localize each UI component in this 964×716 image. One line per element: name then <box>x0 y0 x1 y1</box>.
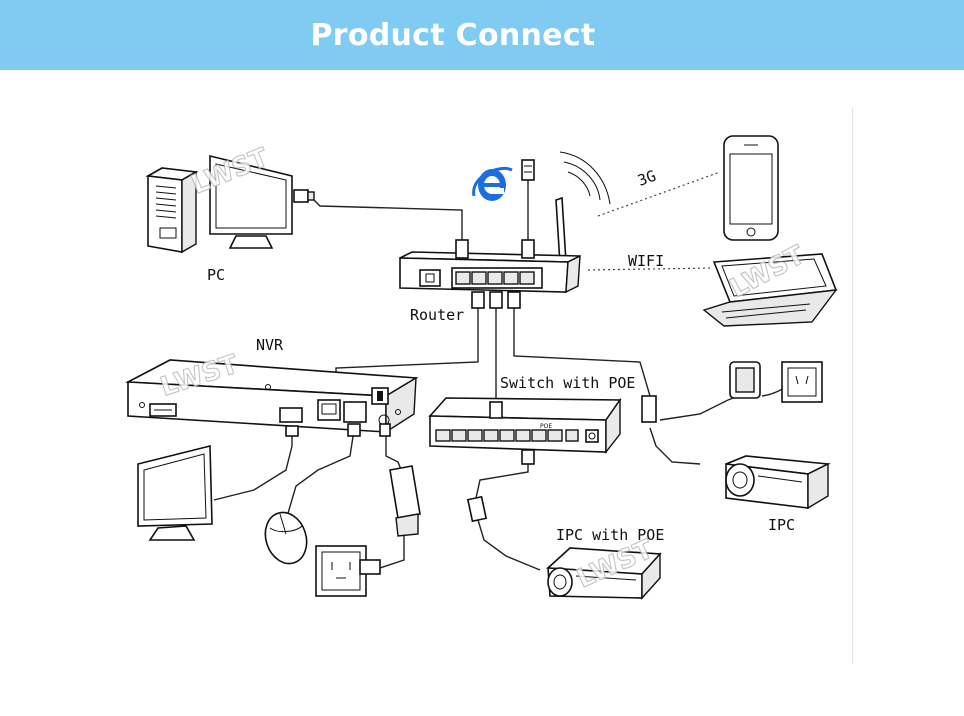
router-antenna <box>555 196 567 266</box>
cables <box>213 180 791 571</box>
cable-ipc-lan <box>649 427 701 465</box>
page-divider <box>852 108 853 664</box>
pc-lan-plug <box>293 189 315 203</box>
cable-nvr-adapter <box>385 432 403 473</box>
title-banner: Product Connect <box>0 0 964 70</box>
cable-nvr-monitor <box>213 428 293 501</box>
link-wifi-label: WIFI <box>628 252 664 270</box>
ipc-connector <box>641 395 657 423</box>
cable-nvr-mouse <box>285 429 355 521</box>
ipc-camera <box>725 455 831 510</box>
ipc-poe-camera <box>466 495 662 600</box>
nvr-mouse <box>264 511 308 565</box>
link-wifi <box>587 267 713 271</box>
cable-router-ipc <box>513 296 651 397</box>
nvr-label: NVR <box>256 336 284 354</box>
cable-ipc-poe-lan <box>477 519 541 571</box>
wall-outlet <box>315 545 381 597</box>
pc-tower <box>145 167 199 254</box>
smartphone-icon <box>723 135 779 241</box>
ipc-label: IPC <box>768 516 795 534</box>
switch-brand: POE <box>540 423 552 430</box>
ipc-wall-socket <box>781 361 823 403</box>
ipc-poe-label: IPC with POE <box>556 526 664 544</box>
router-device: Router <box>399 196 581 324</box>
link-3g <box>597 171 721 217</box>
nvr-monitor <box>137 444 213 541</box>
laptop-icon <box>702 253 838 327</box>
cable-switch-ipc-poe <box>475 450 529 499</box>
router-label: Router <box>410 306 464 324</box>
ipc-power-plug <box>729 361 761 399</box>
pc-label: PC <box>207 266 225 284</box>
wireless-signal-icon <box>559 151 611 205</box>
poe-switch-device: POE <box>428 397 622 465</box>
pc-monitor <box>209 154 293 249</box>
internet-lan-plug <box>521 159 535 181</box>
banner-title: Product Connect <box>310 17 596 53</box>
link-3g-label: 3G <box>635 167 658 190</box>
internet-explorer-icon <box>472 167 513 201</box>
cable-adapter-outlet <box>379 534 405 569</box>
cable-pc-router <box>311 197 463 240</box>
nvr-device <box>125 359 419 437</box>
switch-ports <box>435 429 579 442</box>
switch-label: Switch with POE <box>500 374 635 392</box>
pc-device: PC <box>145 154 315 284</box>
power-adapter <box>389 465 421 537</box>
